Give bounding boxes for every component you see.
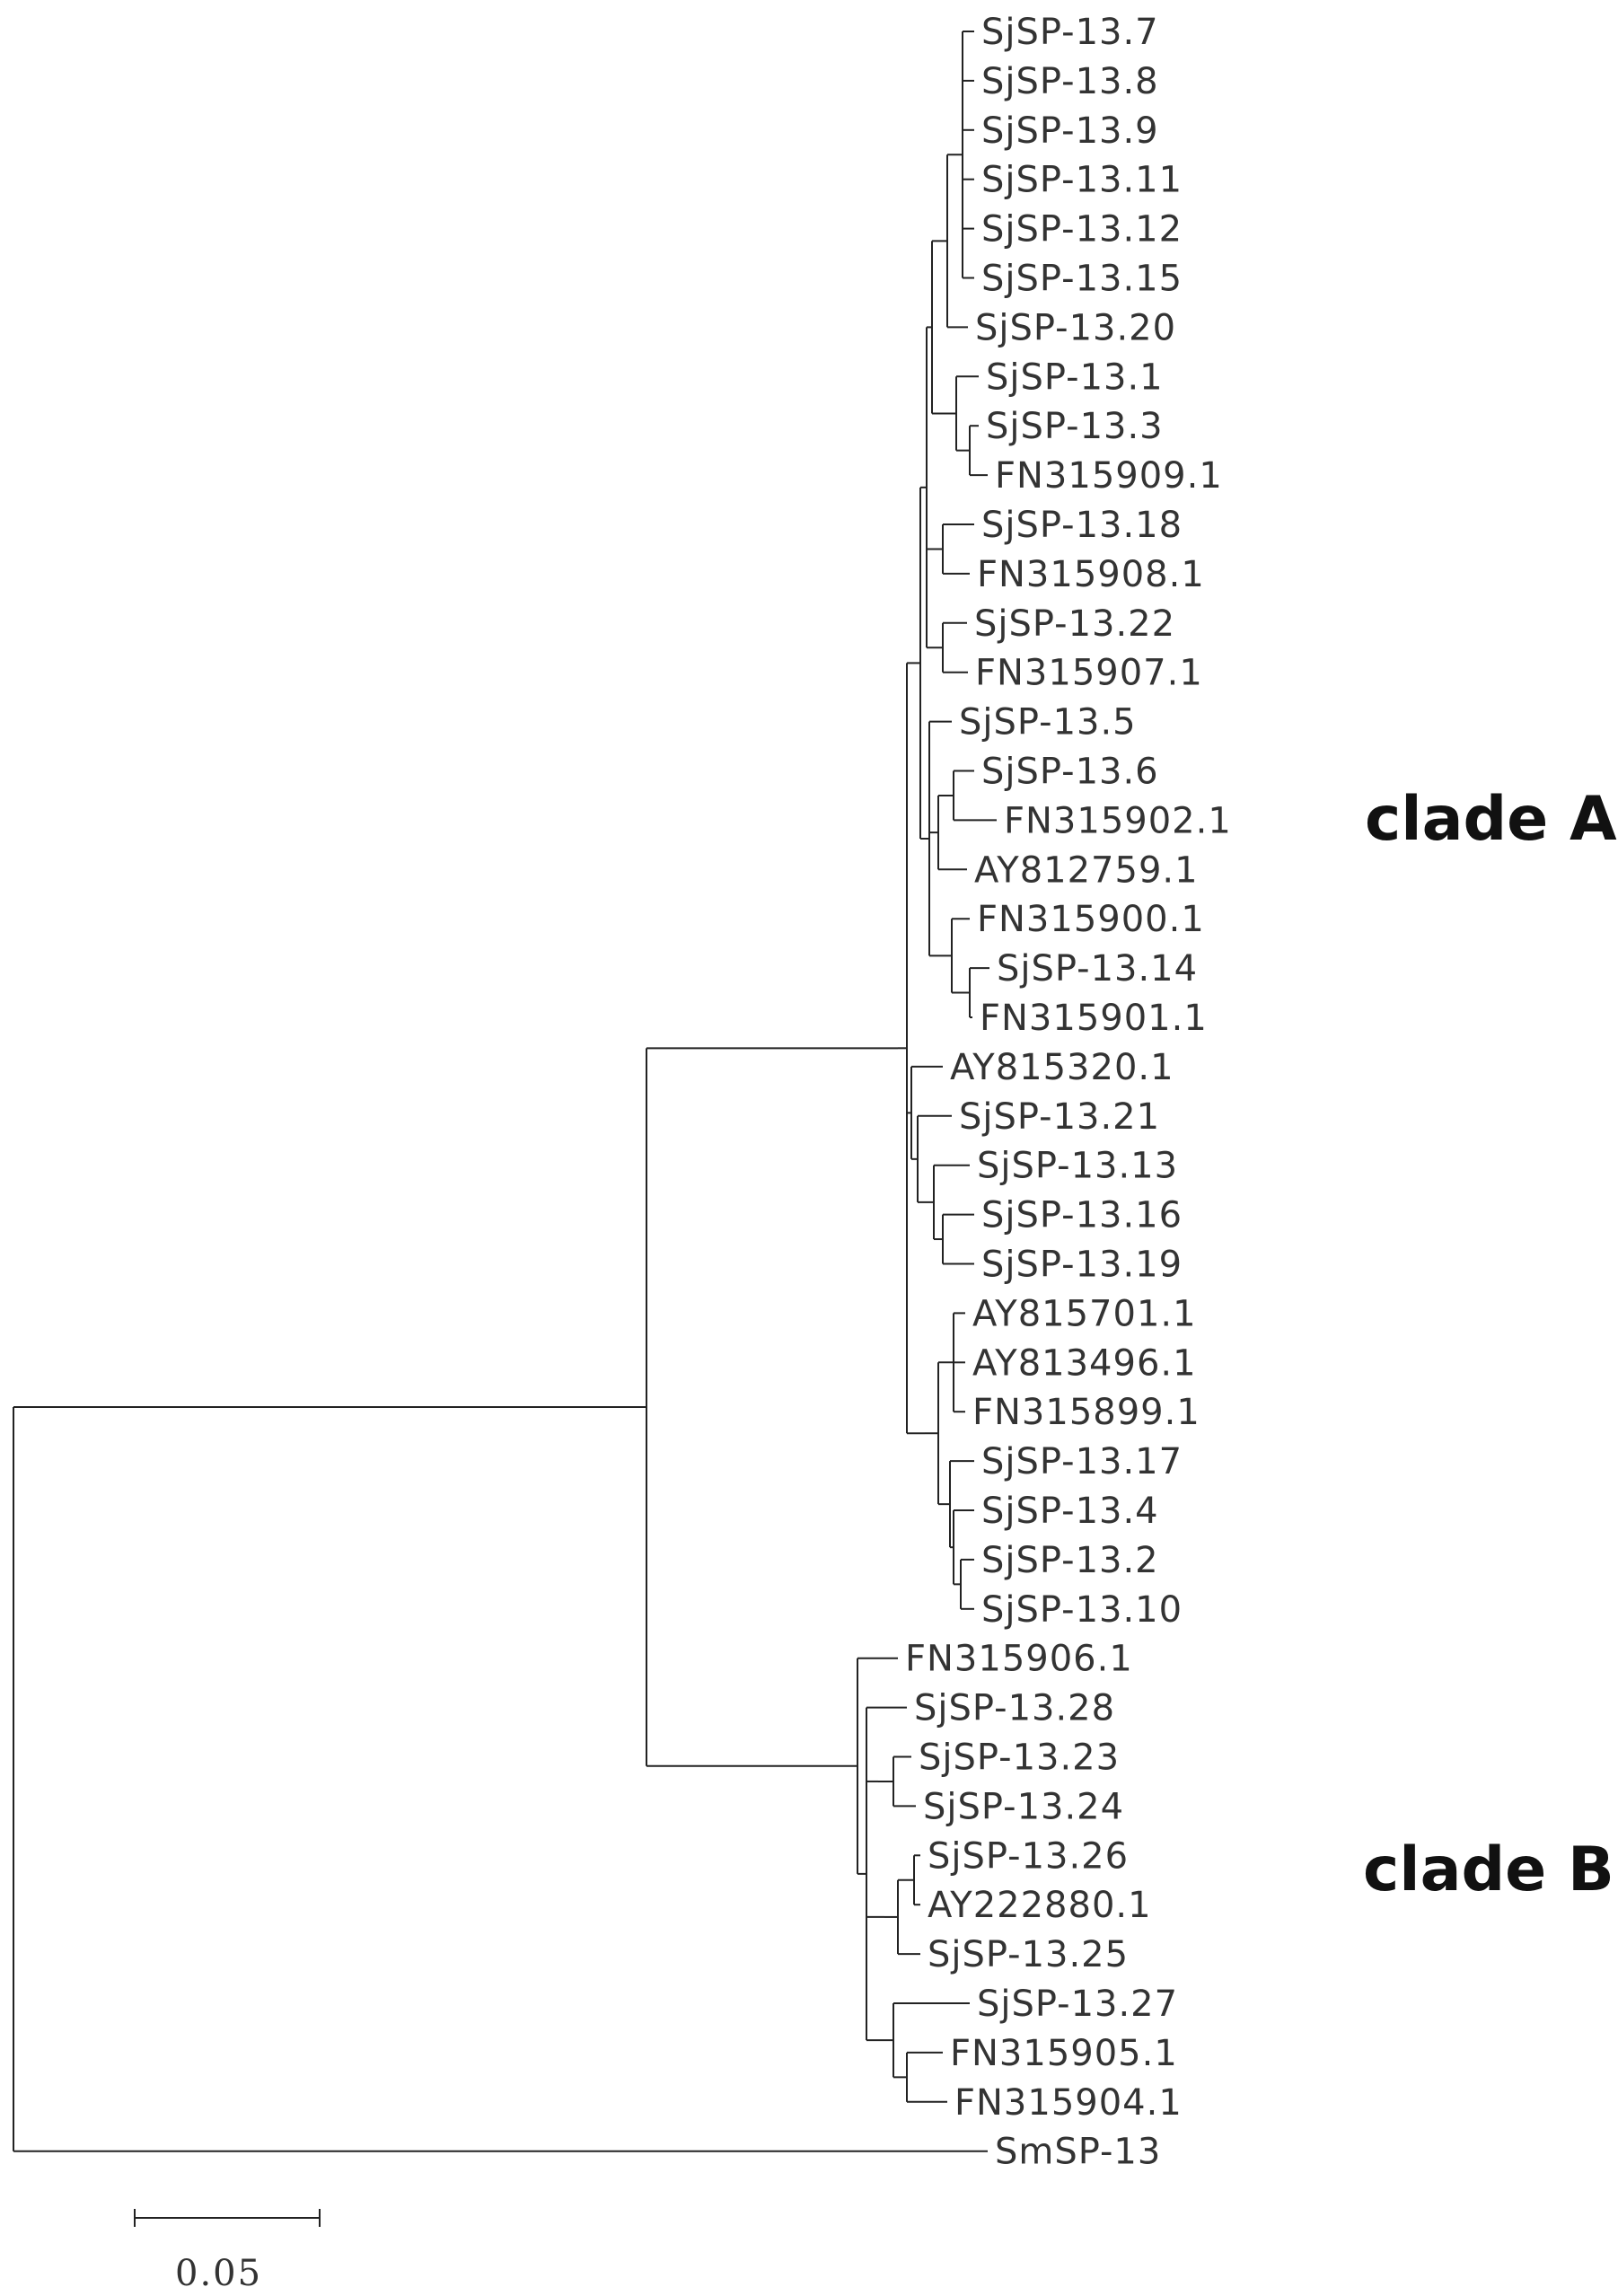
leaf-label: SjSP-13.6 bbox=[981, 752, 1159, 793]
leaf-label: AY812759.1 bbox=[974, 849, 1199, 891]
leaf-label: SjSP-13.17 bbox=[981, 1441, 1183, 1482]
clade-a-label: clade A bbox=[1365, 784, 1617, 855]
leaf-label: SjSP-13.2 bbox=[981, 1540, 1159, 1581]
leaf-label: FN315905.1 bbox=[950, 2033, 1178, 2074]
leaf-label: FN315902.1 bbox=[1004, 800, 1232, 841]
leaf-label: FN315909.1 bbox=[995, 455, 1223, 497]
leaf-label: SjSP-13.13 bbox=[977, 1146, 1178, 1187]
leaf-label: SjSP-13.12 bbox=[981, 209, 1183, 251]
leaf-label: AY815701.1 bbox=[972, 1293, 1197, 1334]
tree-branches bbox=[13, 31, 997, 2152]
leaf-label: SjSP-13.20 bbox=[975, 307, 1176, 348]
leaf-label: SjSP-13.22 bbox=[974, 603, 1175, 645]
leaf-label: SjSP-13.18 bbox=[981, 505, 1183, 546]
leaf-label: SjSP-13.24 bbox=[923, 1786, 1124, 1827]
leaf-label: SjSP-13.21 bbox=[959, 1096, 1160, 1138]
leaf-label: FN315906.1 bbox=[905, 1639, 1133, 1680]
leaf-label: FN315907.1 bbox=[975, 653, 1203, 694]
clade-b-label: clade B bbox=[1363, 1834, 1614, 1905]
leaf-label: FN315900.1 bbox=[977, 899, 1205, 940]
leaf-label: AY813496.1 bbox=[972, 1342, 1197, 1384]
leaf-labels: SjSP-13.7SjSP-13.8SjSP-13.9SjSP-13.11SjS… bbox=[905, 12, 1232, 2173]
scale-bar: 0.05 bbox=[134, 2209, 321, 2294]
leaf-label: FN315908.1 bbox=[977, 554, 1205, 595]
leaf-label: SjSP-13.15 bbox=[981, 259, 1183, 300]
leaf-label: FN315899.1 bbox=[972, 1392, 1200, 1433]
leaf-label: SjSP-13.11 bbox=[981, 160, 1183, 201]
leaf-label: SjSP-13.27 bbox=[977, 1984, 1178, 2025]
leaf-label: SjSP-13.26 bbox=[928, 1835, 1129, 1877]
leaf-label: SjSP-13.1 bbox=[986, 356, 1164, 398]
leaf-label: SjSP-13.10 bbox=[981, 1589, 1183, 1631]
leaf-label: FN315901.1 bbox=[980, 998, 1208, 1039]
leaf-label: SmSP-13 bbox=[995, 2132, 1161, 2173]
leaf-label: SjSP-13.4 bbox=[981, 1491, 1159, 1532]
leaf-label: SjSP-13.19 bbox=[981, 1245, 1183, 1286]
leaf-label: AY222880.1 bbox=[928, 1885, 1152, 1926]
scale-bar-label: 0.05 bbox=[175, 2253, 262, 2294]
leaf-label: SjSP-13.5 bbox=[959, 702, 1137, 743]
leaf-label: SjSP-13.7 bbox=[981, 12, 1159, 53]
leaf-label: SjSP-13.3 bbox=[986, 406, 1164, 447]
leaf-label: SjSP-13.23 bbox=[919, 1737, 1120, 1779]
leaf-label: AY815320.1 bbox=[950, 1047, 1174, 1088]
leaf-label: SjSP-13.8 bbox=[981, 61, 1159, 102]
leaf-label: SjSP-13.28 bbox=[914, 1688, 1115, 1729]
leaf-label: SjSP-13.16 bbox=[981, 1195, 1183, 1236]
leaf-label: SjSP-13.9 bbox=[981, 110, 1159, 152]
leaf-label: FN315904.1 bbox=[954, 2082, 1183, 2124]
leaf-label: SjSP-13.14 bbox=[997, 948, 1198, 990]
leaf-label: SjSP-13.25 bbox=[928, 1934, 1129, 1975]
